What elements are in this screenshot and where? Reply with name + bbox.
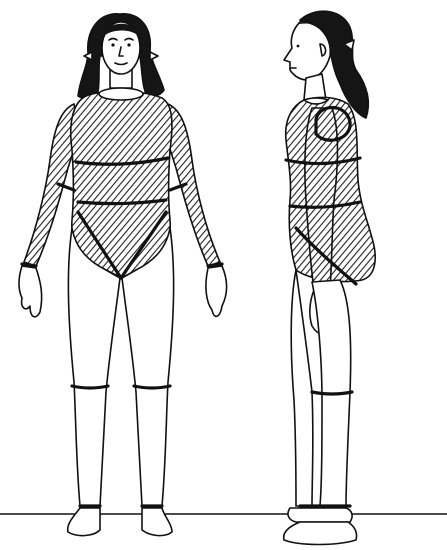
front-torso-leotard [71,92,172,278]
front-left-foot [68,508,100,536]
front-wrist-band-right [208,264,222,266]
side-eye [297,45,300,48]
side-neck [304,74,326,100]
front-hair-tie-left [84,52,92,60]
front-neckline [99,88,143,100]
front-hair-tie-right [150,52,158,60]
side-foot-back [288,508,352,522]
side-view-figure [284,11,375,544]
front-right-hand [206,266,227,316]
front-eye-right [127,43,130,46]
front-view-figure [19,14,227,536]
front-left-hand [19,266,42,317]
front-eye-left [111,43,114,46]
front-wrist-band-left [22,264,36,266]
front-right-foot [142,508,172,536]
side-foot-front [284,522,357,545]
